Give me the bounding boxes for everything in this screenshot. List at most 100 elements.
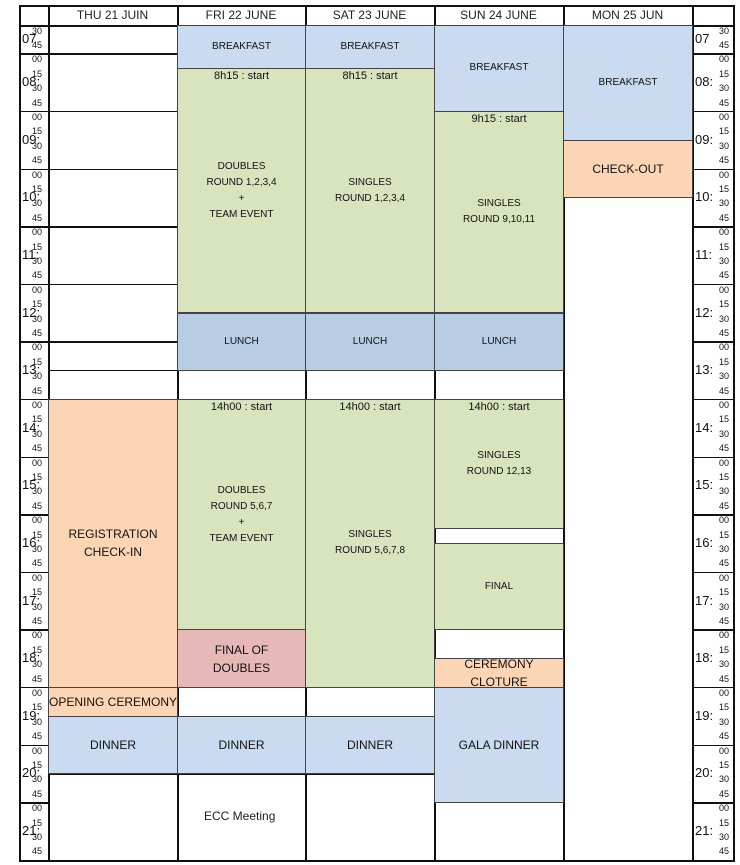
grid-line bbox=[19, 341, 48, 343]
minute-label: 30 bbox=[719, 428, 730, 439]
minute-label: 45 bbox=[719, 731, 730, 742]
grid-line bbox=[19, 514, 48, 516]
minute-label: 00 bbox=[32, 284, 43, 295]
grid-line bbox=[48, 283, 177, 286]
hour-label: 13: bbox=[695, 362, 714, 378]
minute-label: 30 bbox=[32, 543, 43, 554]
event-label: SINGLES ROUND 5,6,7,8 bbox=[334, 529, 406, 557]
minute-label: 00 bbox=[719, 54, 730, 65]
event-block[interactable]: LUNCH bbox=[434, 312, 564, 372]
minute-label: 30 bbox=[719, 198, 730, 209]
event-block[interactable]: LUNCH bbox=[177, 312, 306, 372]
minute-label: 15 bbox=[32, 702, 43, 713]
minute-label: 15 bbox=[32, 471, 43, 482]
minute-label: 30 bbox=[719, 313, 730, 324]
minute-label: 30 bbox=[32, 25, 43, 36]
event-block[interactable]: DINNER bbox=[305, 715, 435, 775]
grid-line bbox=[19, 53, 48, 55]
minute-label: 00 bbox=[719, 342, 730, 353]
minute-label: 30 bbox=[719, 140, 730, 151]
minute-label: 30 bbox=[719, 601, 730, 612]
hour-label: 16: bbox=[22, 534, 41, 550]
grid-line bbox=[48, 168, 177, 170]
hour-label: 10: bbox=[22, 189, 41, 205]
minute-label: 00 bbox=[32, 630, 43, 641]
minute-label: 00 bbox=[719, 803, 730, 814]
event-block[interactable]: GALA DINNER bbox=[434, 686, 564, 804]
minute-label: 15 bbox=[719, 529, 730, 540]
minute-label: 30 bbox=[32, 486, 43, 497]
hour-label: 21: bbox=[695, 822, 714, 838]
hour-label: 07 bbox=[695, 30, 710, 46]
grid-line bbox=[692, 283, 735, 286]
minute-label: 30 bbox=[719, 25, 730, 36]
minute-label: 45 bbox=[719, 443, 730, 454]
minute-label: 15 bbox=[719, 241, 730, 252]
event-label: FINAL bbox=[484, 580, 514, 592]
event-block[interactable]: FINAL bbox=[434, 542, 564, 631]
event-block[interactable]: BREAKFAST bbox=[434, 24, 564, 112]
minute-label: 15 bbox=[719, 702, 730, 713]
minute-label: 45 bbox=[719, 39, 730, 50]
day-header: SAT 23 JUNE bbox=[332, 8, 407, 23]
grid-line bbox=[19, 5, 735, 7]
minute-label: 45 bbox=[32, 558, 43, 569]
event-label: BREAKFAST bbox=[340, 40, 400, 52]
grid-line bbox=[692, 802, 735, 804]
minute-label: 15 bbox=[32, 529, 43, 540]
event-block[interactable]: DINNER bbox=[48, 715, 178, 775]
minute-label: 15 bbox=[719, 126, 730, 137]
event-block[interactable]: CHECK-OUT bbox=[563, 139, 693, 199]
minute-label: 45 bbox=[719, 155, 730, 166]
minute-label: 00 bbox=[719, 515, 730, 526]
minute-label: 30 bbox=[32, 774, 43, 785]
minute-label: 00 bbox=[32, 745, 43, 756]
minute-label: 00 bbox=[719, 745, 730, 756]
minute-label: 30 bbox=[719, 774, 730, 785]
hour-label: 14: bbox=[22, 419, 41, 435]
event-label: FINAL OF DOUBLES bbox=[212, 642, 271, 675]
minute-label: 30 bbox=[32, 716, 43, 727]
minute-label: 00 bbox=[32, 342, 43, 353]
event-label: BREAKFAST bbox=[212, 40, 271, 52]
event-block[interactable]: REGISTRATION CHECK-IN bbox=[48, 398, 178, 688]
event-block[interactable]: BREAKFAST bbox=[305, 24, 435, 69]
minute-label: 45 bbox=[32, 788, 43, 799]
start-time-label: 14h00 : start bbox=[339, 400, 401, 413]
event-block[interactable]: FINAL OF DOUBLES bbox=[177, 629, 306, 688]
minute-label: 15 bbox=[719, 644, 730, 655]
event-block[interactable]: OPENING CEREMONY bbox=[48, 686, 178, 717]
minute-label: 00 bbox=[719, 457, 730, 468]
event-label: DINNER bbox=[346, 737, 393, 752]
hour-label: 08: bbox=[22, 74, 41, 90]
event-block[interactable]: BREAKFAST bbox=[177, 24, 306, 69]
minute-label: 00 bbox=[32, 111, 43, 122]
minute-label: 00 bbox=[32, 803, 43, 814]
minute-label: 00 bbox=[719, 399, 730, 410]
minute-label: 30 bbox=[719, 255, 730, 266]
grid-line bbox=[733, 5, 735, 862]
minute-label: 15 bbox=[719, 299, 730, 310]
event-block[interactable]: CEREMONY CLOTURE bbox=[434, 657, 564, 689]
minute-label: 00 bbox=[32, 227, 43, 238]
event-block[interactable]: BREAKFAST bbox=[563, 24, 693, 141]
grid-line bbox=[48, 226, 177, 228]
minute-label: 45 bbox=[719, 558, 730, 569]
event-block[interactable]: DINNER bbox=[177, 715, 306, 775]
event-block[interactable]: LUNCH bbox=[305, 312, 435, 372]
minute-label: 30 bbox=[32, 601, 43, 612]
minute-label: 30 bbox=[719, 543, 730, 554]
minute-label: 00 bbox=[719, 111, 730, 122]
hour-label: 15: bbox=[695, 477, 714, 493]
minute-label: 45 bbox=[32, 155, 43, 166]
event-label: SINGLES ROUND 9,10,11 bbox=[462, 198, 536, 226]
minute-label: 15 bbox=[719, 471, 730, 482]
grid-line bbox=[692, 341, 735, 343]
grid-line bbox=[19, 571, 48, 574]
